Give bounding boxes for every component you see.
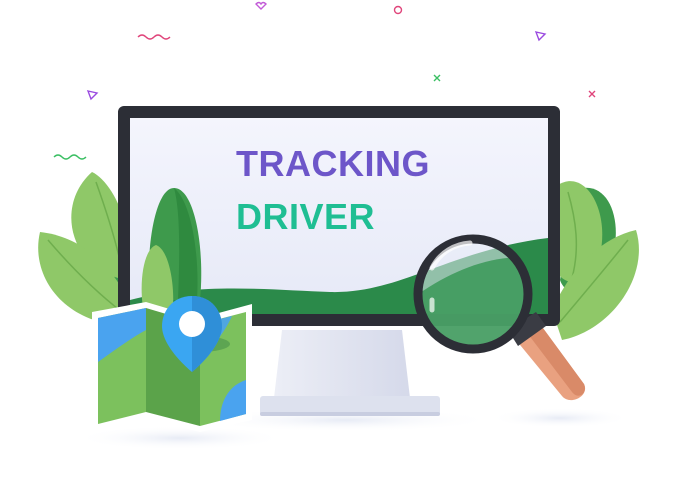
trees bbox=[141, 188, 202, 318]
left-leaves bbox=[38, 172, 130, 325]
map-shadow bbox=[75, 426, 285, 450]
location-pin-icon bbox=[162, 296, 230, 372]
magnifying-glass-icon bbox=[413, 234, 586, 401]
monitor-stand bbox=[260, 330, 440, 416]
headline-driver: DRIVER bbox=[236, 196, 376, 237]
magnifier-shadow bbox=[490, 408, 630, 428]
right-leaves bbox=[552, 181, 639, 340]
headline-tracking: TRACKING bbox=[236, 143, 430, 184]
